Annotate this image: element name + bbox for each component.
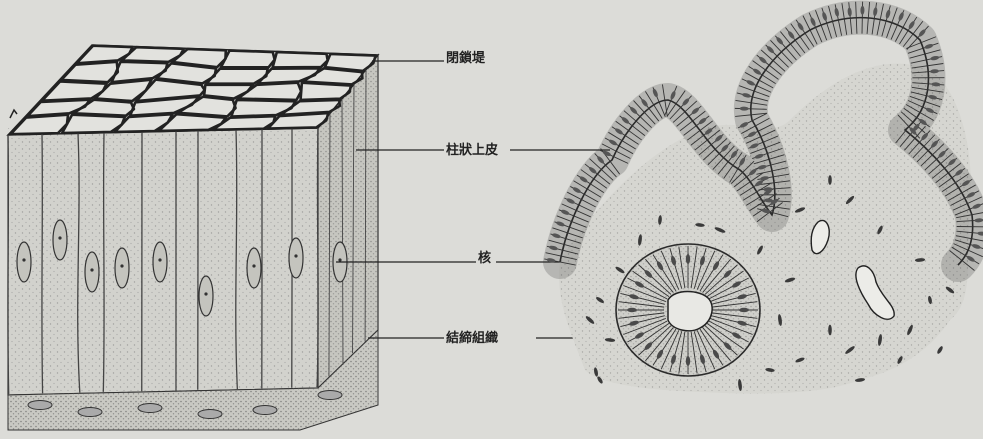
nucleolus bbox=[252, 264, 255, 267]
gland-nucleus bbox=[739, 308, 749, 312]
cell-nucleus bbox=[115, 248, 129, 288]
fibroblast-nucleus bbox=[78, 408, 102, 417]
gland-nucleus bbox=[686, 254, 690, 264]
stromal-nucleus bbox=[936, 345, 944, 354]
epithelium-block bbox=[8, 45, 378, 430]
cell-boundary bbox=[317, 128, 318, 387]
cell-nucleus bbox=[85, 252, 99, 292]
nucleolus bbox=[90, 268, 93, 271]
cell-nucleus bbox=[289, 238, 303, 278]
gland-lumen bbox=[668, 292, 712, 331]
fibroblast-nucleus bbox=[253, 406, 277, 415]
cell-nucleus bbox=[17, 242, 31, 282]
cell-boundary bbox=[8, 135, 9, 394]
cell-nucleus bbox=[53, 220, 67, 260]
gland-cross-section bbox=[616, 244, 760, 376]
nucleolus bbox=[294, 254, 297, 257]
label-columnar-epithelium: 柱狀上皮 bbox=[444, 143, 500, 159]
cell-nucleus bbox=[247, 248, 261, 288]
label-nucleus: 核 bbox=[476, 251, 493, 267]
fibroblast-nucleus bbox=[138, 404, 162, 413]
nucleolus bbox=[204, 292, 207, 295]
nucleolus bbox=[22, 258, 25, 261]
cell-nucleus bbox=[199, 276, 213, 316]
fibroblast-nucleus bbox=[198, 410, 222, 419]
mucosa-section bbox=[544, 2, 983, 394]
gland-nucleus bbox=[686, 356, 690, 366]
nucleolus bbox=[338, 258, 341, 261]
gland-nucleus bbox=[627, 308, 637, 312]
fibroblast-nucleus bbox=[28, 401, 52, 410]
nucleolus bbox=[58, 236, 61, 239]
fibroblast-nucleus bbox=[318, 391, 342, 400]
label-terminal-bar: 閉鎖堤 bbox=[444, 51, 487, 67]
label-connective-tissue: 結締組織 bbox=[444, 331, 500, 347]
nucleolus bbox=[120, 264, 123, 267]
nucleolus bbox=[158, 258, 161, 261]
cell-boundary bbox=[103, 133, 104, 392]
cell-boundary bbox=[42, 134, 43, 393]
cell-nucleus bbox=[153, 242, 167, 282]
